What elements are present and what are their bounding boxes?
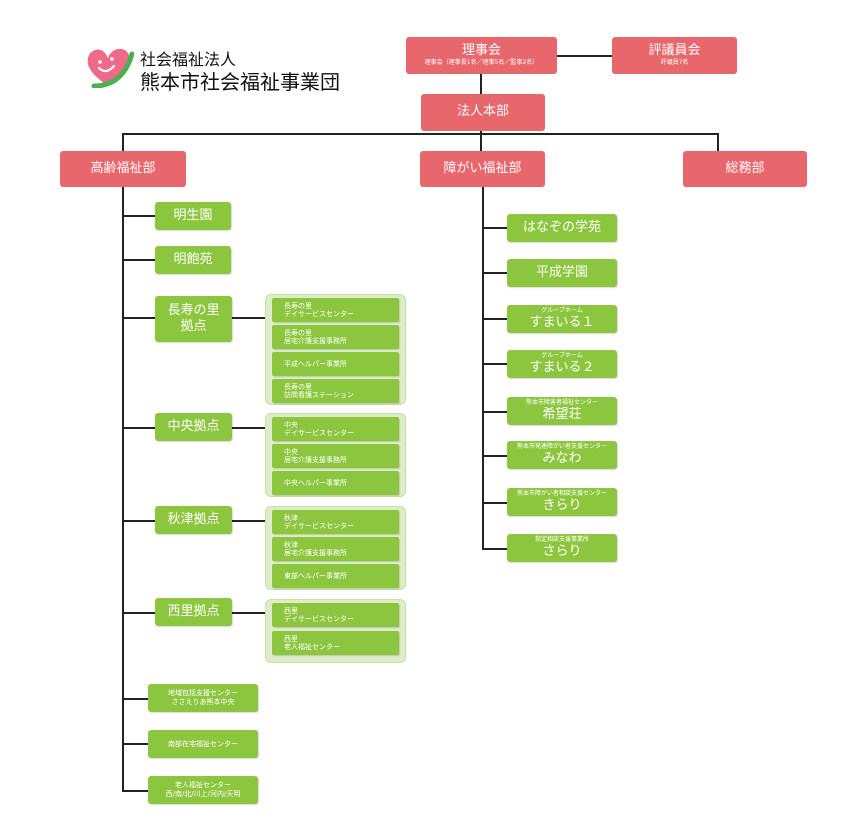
- disability-department-title: 障がい福祉部: [443, 160, 522, 176]
- hub-nishizato-label: 西里拠点: [167, 603, 220, 619]
- nanbu-home-welfare-center: 南部在宅福祉センター: [148, 730, 258, 758]
- hub-akitsu-label: 秋津拠点: [167, 511, 220, 527]
- service-akitsu-care-top: 秋津: [284, 540, 298, 549]
- facility-smile-2: グループホーム すまいる２: [507, 350, 617, 378]
- facility-heisei-main: 平成学園: [535, 264, 588, 280]
- senior-welfare-centers: 老人福祉センター 西/南/北/川上/河内/天明: [148, 776, 258, 804]
- service-akitsu-day-bottom: デイサービスセンター: [284, 522, 354, 530]
- facility-sarari-top: 指定相談支援事業所: [534, 536, 589, 544]
- facility-kibouso-top: 熊本市障害者福祉センター: [525, 399, 598, 407]
- service-nishizato-day: 西里 デイサービスセンター: [272, 603, 399, 627]
- service-nishizato-senior-top: 西里: [284, 634, 298, 643]
- facility-smile-1: グループホーム すまいる１: [507, 305, 617, 333]
- hub-nishizato: 西里拠点: [155, 598, 232, 626]
- board-of-directors-box: 理事会 理事会（理事長1名／理事5名／監事2名）: [406, 37, 557, 74]
- service-nagasu-nursing-top: 長寿の里: [284, 382, 312, 391]
- general-department-title: 総務部: [725, 160, 765, 176]
- service-nagasu-day-top: 長寿の里: [284, 301, 312, 310]
- logo-line-1: 社会福祉法人: [140, 50, 237, 69]
- facility-kibouso-main: 希望荘: [542, 406, 582, 422]
- facility-sarari: 指定相談支援事業所 さらり: [507, 534, 617, 562]
- facility-kirari: 熊本市障がい者相談支援センター きらり: [507, 488, 617, 516]
- facility-kirari-main: きらり: [542, 497, 582, 513]
- senior-centers-line1: 老人福祉センター: [175, 781, 231, 790]
- service-akitsu-care-bottom: 居宅介護支援事務所: [284, 549, 347, 557]
- disability-welfare-department-box: 障がい福祉部: [420, 151, 545, 187]
- facility-smile-1-main: すまいる１: [529, 314, 595, 330]
- service-tobu-helper-label: 東部ヘルパー事業所: [284, 571, 347, 580]
- hub-nagasu-label-line1: 長寿の里: [167, 302, 220, 318]
- service-nagasu-care-top: 長寿の里: [284, 328, 312, 337]
- facility-kibouso: 熊本市障害者福祉センター 希望荘: [507, 397, 617, 425]
- service-akitsu-day-top: 秋津: [284, 513, 298, 522]
- service-akitsu-day: 秋津 デイサービスセンター: [272, 510, 399, 534]
- service-chuo-care-top: 中央: [284, 447, 298, 456]
- senior-centers-line2: 西/南/北/川上/河内/天明: [165, 790, 241, 798]
- service-nagasu-care-bottom: 居宅介護支援事務所: [284, 337, 347, 345]
- headquarters-box: 法人本部: [421, 94, 545, 131]
- service-chuo-care-bottom: 居宅介護支援事務所: [284, 456, 347, 464]
- facility-smile-2-top: グループホーム: [541, 352, 583, 360]
- community-support-line2: ささえりあ熊本中央: [171, 698, 235, 706]
- council-title: 評議員会: [648, 43, 701, 59]
- service-akitsu-care-plan: 秋津 居宅介護支援事務所: [272, 537, 399, 561]
- community-support-line1: 地域包括支援センター: [168, 689, 238, 698]
- facility-minawa-main: みなわ: [542, 450, 582, 466]
- service-nagasu-nursing-bottom: 訪問看護ステーション: [284, 391, 354, 399]
- facility-hanazono-gakuen: はなぞの学苑: [507, 214, 617, 242]
- service-nagasu-nursing: 長寿の里 訪問看護ステーション: [272, 379, 399, 403]
- service-chuo-care-plan: 中央 居宅介護支援事務所: [272, 444, 399, 468]
- service-nagasu-day: 長寿の里 デイサービスセンター: [272, 298, 399, 322]
- facility-smile-1-top: グループホーム: [541, 307, 583, 315]
- community-support-center: 地域包括支援センター ささえりあ熊本中央: [148, 684, 258, 712]
- facility-meiseien-label: 明生園: [173, 207, 213, 223]
- logo-line-2: 熊本市社会福祉事業団: [140, 70, 340, 94]
- service-nishizato-day-bottom: デイサービスセンター: [284, 615, 354, 623]
- service-nishizato-senior-bottom: 老人福祉センター: [284, 643, 340, 651]
- hub-nagasu-no-sato: 長寿の里 拠点: [155, 296, 232, 342]
- service-nishizato-senior-center: 西里 老人福祉センター: [272, 631, 399, 655]
- facility-minawa-top: 熊本市発達障がい者支援センター: [516, 443, 607, 451]
- service-chuo-helper: 中央ヘルパー事業所: [272, 471, 399, 495]
- general-affairs-department-box: 総務部: [683, 151, 807, 187]
- elderly-department-title: 高齢福祉部: [90, 160, 156, 176]
- board-title: 理事会: [461, 43, 501, 59]
- service-nagasu-day-bottom: デイサービスセンター: [284, 310, 354, 318]
- service-chuo-day: 中央 デイサービスセンター: [272, 417, 399, 441]
- service-nagasu-care-plan: 長寿の里 居宅介護支援事務所: [272, 325, 399, 349]
- service-heisei-helper-label: 平成ヘルパー事業所: [284, 359, 347, 368]
- facility-smile-2-main: すまいる２: [529, 359, 595, 375]
- headquarters-title: 法人本部: [456, 104, 509, 120]
- service-tobu-helper: 東部ヘルパー事業所: [272, 564, 399, 588]
- facility-meihoen-label: 明飽苑: [173, 251, 213, 267]
- council-detail: 評議員7名: [660, 59, 689, 67]
- service-chuo-day-bottom: デイサービスセンター: [284, 429, 354, 437]
- service-chuo-day-top: 中央: [284, 420, 298, 429]
- hub-nagasu-label-line2: 拠点: [180, 319, 207, 334]
- facility-sarari-main: さらり: [542, 543, 582, 559]
- elderly-welfare-department-box: 高齢福祉部: [60, 151, 186, 187]
- nanbu-center-label: 南部在宅福祉センター: [168, 739, 238, 748]
- facility-heisei-gakuen: 平成学園: [507, 259, 617, 287]
- facility-kirari-top: 熊本市障がい者相談支援センター: [516, 490, 607, 498]
- hub-akitsu: 秋津拠点: [155, 506, 232, 534]
- facility-hanazono-main: はなぞの学苑: [522, 219, 601, 235]
- facility-meihoen: 明飽苑: [155, 246, 231, 274]
- service-chuo-helper-label: 中央ヘルパー事業所: [284, 478, 347, 487]
- hub-chuo-label: 中央拠点: [167, 418, 220, 434]
- facility-meiseien: 明生園: [155, 202, 231, 230]
- service-nishizato-day-top: 西里: [284, 606, 298, 615]
- council-box: 評議員会 評議員7名: [612, 37, 737, 74]
- heart-face-logo-icon: [87, 48, 134, 88]
- hub-chuo: 中央拠点: [155, 413, 232, 441]
- service-heisei-helper: 平成ヘルパー事業所: [272, 352, 399, 376]
- facility-minawa: 熊本市発達障がい者支援センター みなわ: [507, 441, 617, 469]
- board-detail: 理事会（理事長1名／理事5名／監事2名）: [424, 59, 539, 67]
